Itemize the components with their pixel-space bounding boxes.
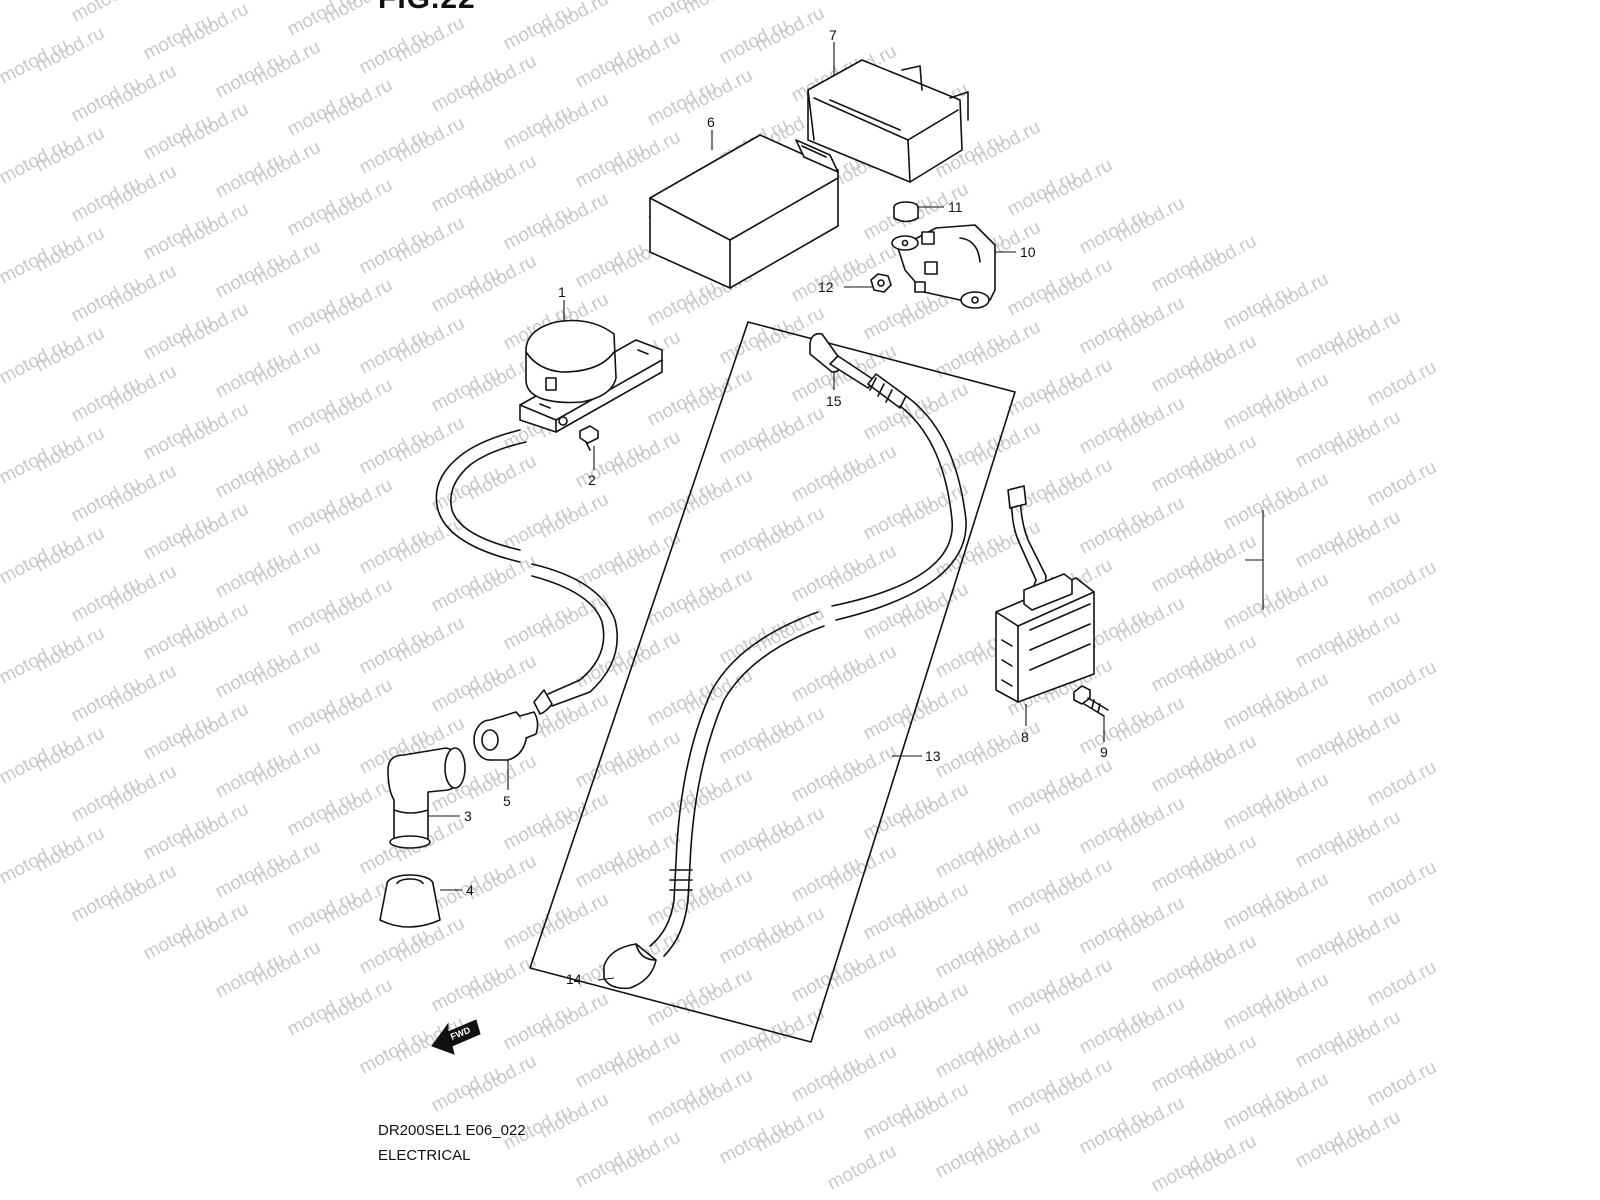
part-7-holder[interactable] <box>807 59 969 183</box>
part-8-regulator[interactable] <box>995 485 1095 703</box>
callout-11: 11 <box>948 199 963 215</box>
callout-8: 8 <box>1021 729 1029 745</box>
section-title: ELECTRICAL <box>378 1147 471 1164</box>
part-14-terminal[interactable] <box>603 943 657 990</box>
part-12-nut[interactable] <box>870 273 892 293</box>
assembly-13-outline <box>529 321 1016 1043</box>
callout-2: 2 <box>588 472 596 488</box>
callout-4: 4 <box>466 882 474 898</box>
callout-labels: 1 2 3 4 5 6 7 8 9 10 11 12 13 14 15 <box>464 27 1108 987</box>
margin-mark <box>1245 510 1264 610</box>
callout-14: 14 <box>566 971 582 987</box>
part-3-plug-cap[interactable] <box>387 747 466 849</box>
callout-1: 1 <box>558 284 566 300</box>
callout-10: 10 <box>1020 244 1036 260</box>
callout-12: 12 <box>818 279 834 295</box>
plug-lead <box>435 429 618 715</box>
part-10-starter-relay[interactable] <box>891 224 996 309</box>
figure-title: FIG.22 <box>378 0 476 16</box>
callout-7: 7 <box>829 27 837 43</box>
part-11-cap[interactable] <box>893 201 919 223</box>
part-1-ignition-coil[interactable] <box>519 319 663 433</box>
callout-15: 15 <box>826 393 842 409</box>
callout-9: 9 <box>1100 744 1108 760</box>
callout-13: 13 <box>925 748 941 764</box>
callout-3: 3 <box>464 808 472 824</box>
callout-6: 6 <box>707 114 715 130</box>
part-2-bolt[interactable] <box>579 425 599 451</box>
part-9-bolt[interactable] <box>1073 685 1109 717</box>
part-15-boot[interactable] <box>809 332 907 409</box>
part-5-grommet[interactable] <box>473 711 539 761</box>
part-6-cdi-unit[interactable] <box>649 134 839 289</box>
part-4-cover[interactable] <box>379 874 441 928</box>
fwd-arrow: FWD <box>431 1019 481 1055</box>
leader-lines <box>428 42 1105 981</box>
model-code: DR200SEL1 E06_022 <box>378 1122 526 1139</box>
assembly-13-lead[interactable] <box>649 395 967 957</box>
callout-5: 5 <box>503 793 511 809</box>
